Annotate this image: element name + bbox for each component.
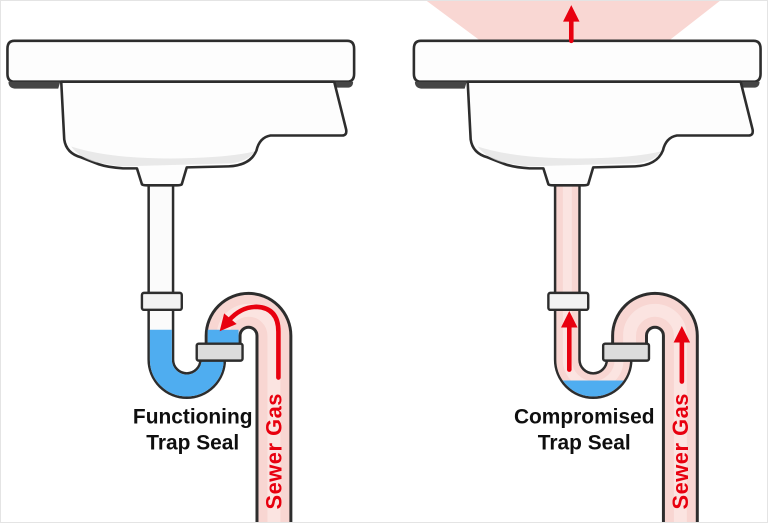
sink [6,39,356,187]
functioning-trap-panel: Functioning Trap Seal Sewer Gas [6,39,356,522]
blocked-gas-arrow [219,304,281,380]
sewer-gas-label: Sewer Gas [261,393,286,510]
caption-line-2: Trap Seal [146,431,239,454]
caption-line-1: Functioning [133,405,253,428]
sink [412,39,762,187]
caption-line-1: Compromised [514,405,655,428]
compromised-trap-panel: Compromised Trap Seal Sewer Gas [412,1,762,522]
caption-line-2: Trap Seal [538,431,631,454]
sewer-gas-label: Sewer Gas [668,393,693,510]
